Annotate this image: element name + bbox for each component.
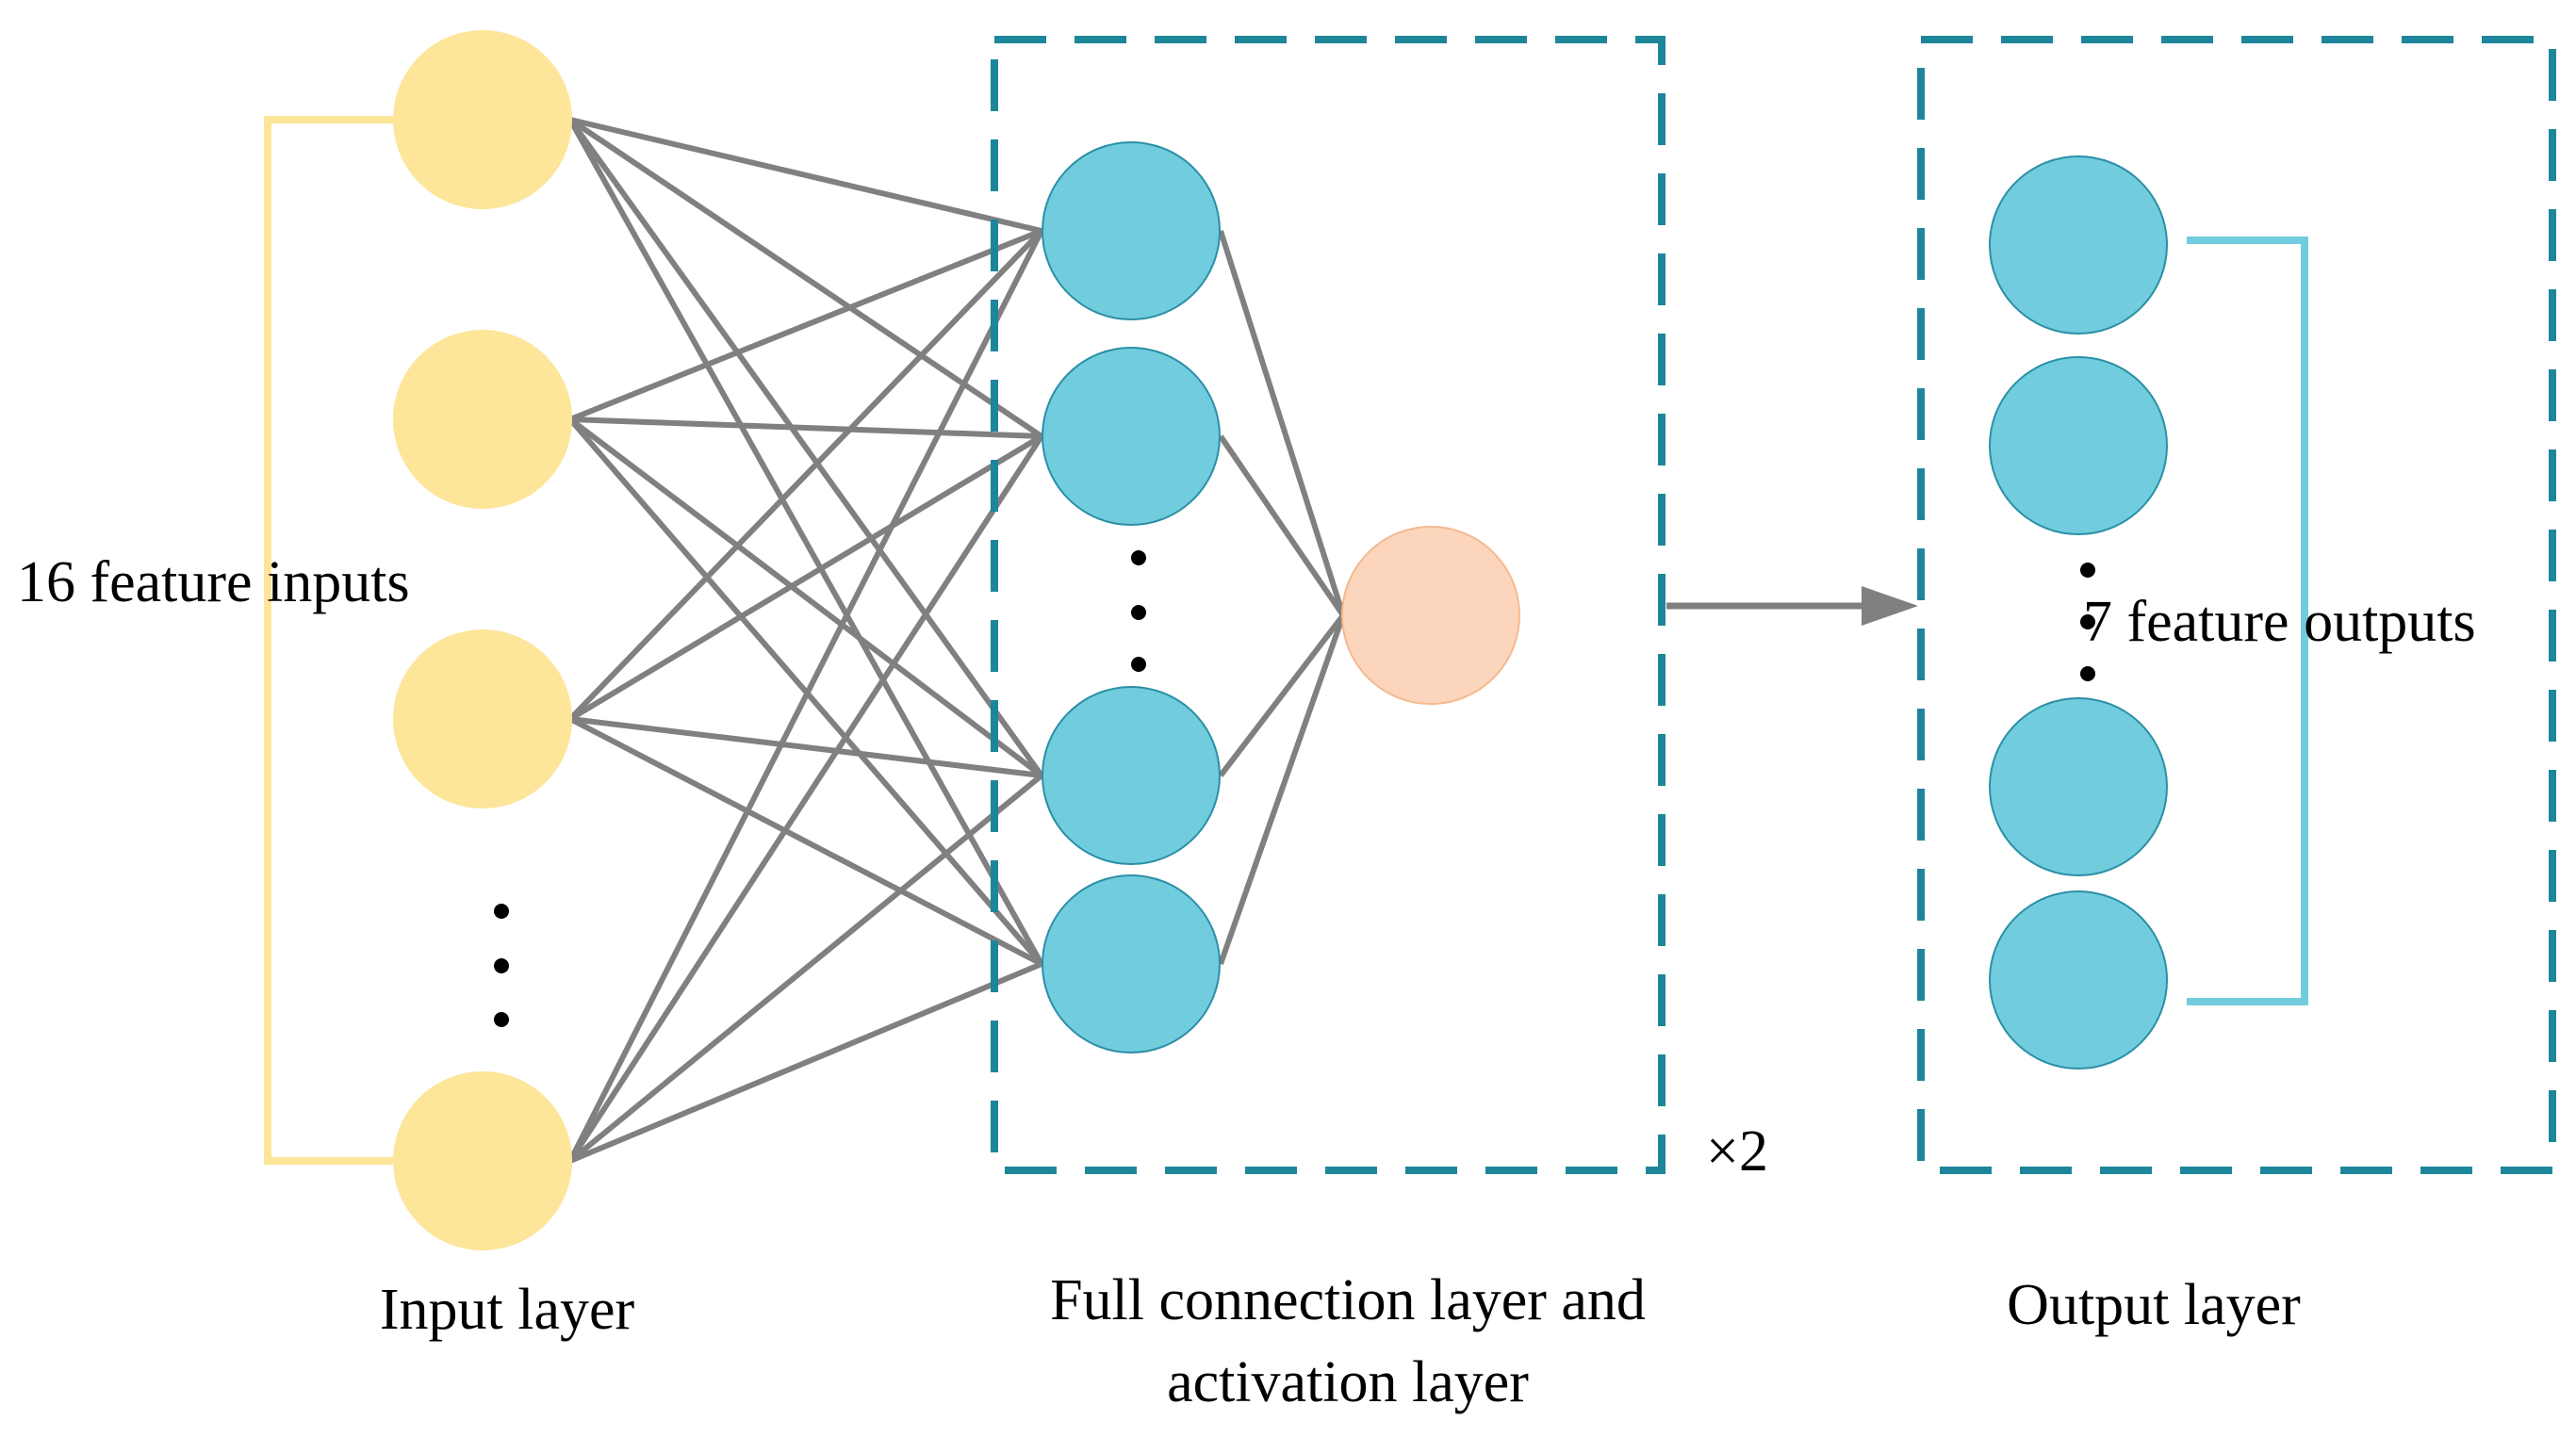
connection <box>567 228 1044 722</box>
output-bracket <box>2187 237 2308 1005</box>
input-ellipsis-icon <box>494 904 509 1027</box>
activation-node <box>1341 526 1520 705</box>
output-node <box>1989 356 2168 535</box>
input-count-label: 16 feature inputs <box>17 550 410 614</box>
connection <box>1218 614 1346 965</box>
connection <box>1218 434 1346 617</box>
output-node <box>1989 697 2168 876</box>
hidden-layer-title-line2: activation layer <box>1167 1350 1529 1414</box>
connection <box>567 118 1044 966</box>
connection <box>568 773 1043 1164</box>
repeat-label: ×2 <box>1706 1119 1768 1184</box>
hidden-activation-connections <box>1218 230 1346 965</box>
input-bracket <box>264 116 394 1165</box>
connection <box>567 229 1044 1163</box>
connection <box>568 433 1043 722</box>
hidden-nodes <box>1042 141 1221 1053</box>
hidden-node <box>1042 686 1221 865</box>
hidden-node <box>1042 874 1221 1053</box>
input-node <box>393 629 572 808</box>
input-node <box>393 30 572 209</box>
connection <box>567 434 1044 1163</box>
hidden-node <box>1042 141 1221 320</box>
connection <box>568 228 1043 422</box>
connection <box>1218 230 1346 616</box>
output-layer-title: Output layer <box>2007 1273 2301 1337</box>
connection <box>569 117 1042 234</box>
input-layer-title: Input layer <box>380 1278 635 1342</box>
hidden-layer-title-line1: Full connection layer and <box>1050 1268 1646 1332</box>
connection <box>1218 613 1346 777</box>
connection <box>567 118 1044 777</box>
input-hidden-connections <box>567 117 1044 1164</box>
hidden-layer-box <box>991 36 1665 1174</box>
output-count-label: 7 feature outputs <box>2083 590 2476 654</box>
input-node <box>393 330 572 509</box>
output-node <box>1989 890 2168 1070</box>
connection <box>568 416 1043 778</box>
right-arrow-icon <box>1666 586 1918 626</box>
connection <box>569 416 1042 439</box>
output-nodes <box>1989 155 2168 1070</box>
input-node <box>393 1071 572 1250</box>
connection <box>568 961 1043 1164</box>
hidden-ellipsis-icon <box>1131 550 1146 672</box>
hidden-node <box>1042 347 1221 526</box>
output-node <box>1989 155 2168 335</box>
output-ellipsis-icon <box>2080 563 2095 681</box>
connection <box>569 716 1042 778</box>
input-nodes <box>393 30 572 1250</box>
connection <box>568 716 1043 967</box>
